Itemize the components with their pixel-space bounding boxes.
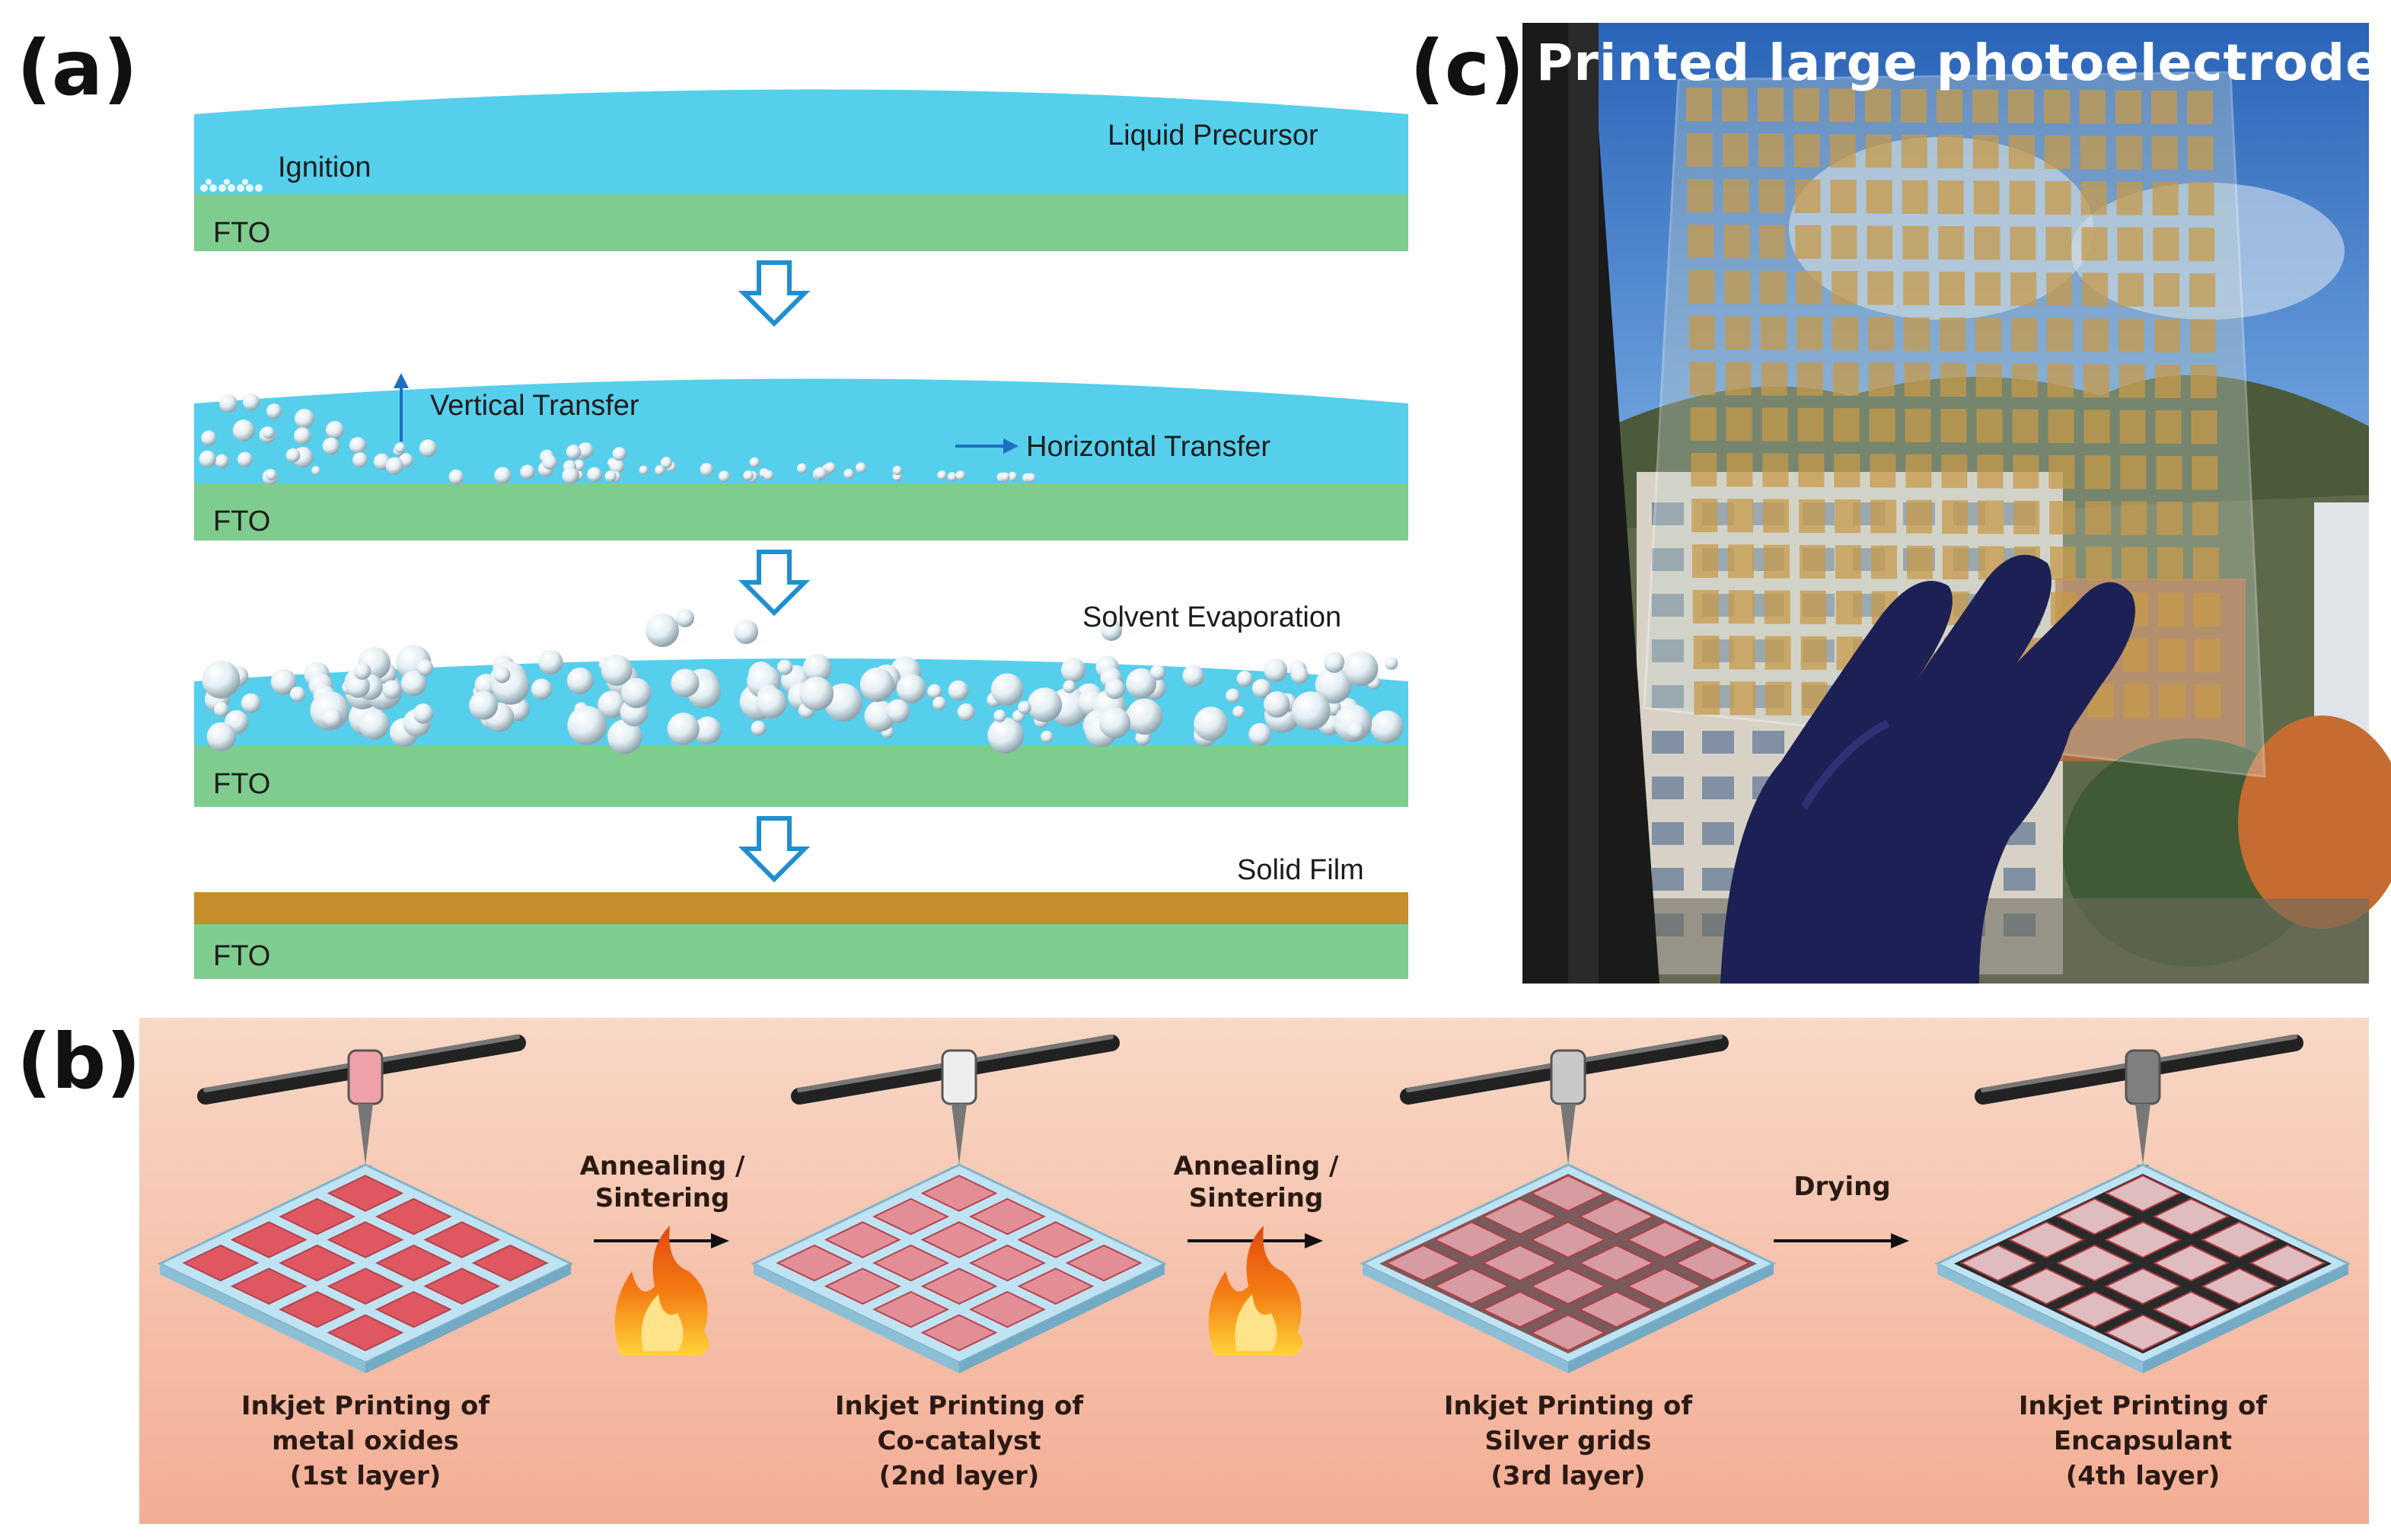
liquid-precursor-label: Liquid Precursor [1108,120,1318,151]
printing-step-3: Inkjet Printing of Silver grids (3rd layer… [1360,1035,1777,1491]
liquid-layer-2 [194,378,1408,483]
vertical-arrow-head-icon [394,373,409,388]
panel-b-label: (b) [17,1017,141,1106]
vertical-transfer-label: Vertical Transfer [430,390,639,422]
panel-a: Liquid Precursor Ignition FTO Vertical T… [194,89,1408,979]
solid-film-label: Solid Film [1237,854,1364,886]
transition-2-label-line-2: Sintering [1189,1183,1324,1213]
ignition-label: Ignition [278,151,371,183]
transition-1-label-line-1: Annealing / [580,1151,745,1181]
transition-2: Annealing /Sintering [1174,1151,1339,1355]
photo-title: Printed large photoelectrode [1536,33,2380,92]
printing-step-1: Inkjet Printing of metal oxides (1st layer… [157,1035,574,1491]
arrow-head-icon [711,1233,729,1248]
down-arrow-icon [738,260,811,327]
step-1-caption-line-2: metal oxides [272,1426,459,1456]
fto-label-1: FTO [213,217,270,249]
step-2-caption-line-1: Inkjet Printing of [835,1391,1084,1421]
fto-label-2: FTO [213,505,270,537]
step-3-caption-line-1: Inkjet Printing of [1444,1391,1693,1421]
step-4-caption-line-1: Inkjet Printing of [2019,1391,2268,1421]
panel-c-label: (c) [1410,24,1525,113]
fto-layer-3 [194,746,1408,807]
step-1-caption-line-1: Inkjet Printing of [241,1391,490,1421]
arrow-head-icon [1305,1233,1323,1248]
arrow-head-icon [1891,1233,1909,1248]
step-2-caption-line-2: Co-catalyst [877,1426,1041,1456]
glove-icon [1720,554,2135,984]
fto-layer-4 [194,924,1408,979]
down-arrow-icon [738,816,811,883]
solvent-evaporation-label: Solvent Evaporation [1082,601,1341,633]
step-4-caption-line-3: (4th layer) [2066,1461,2220,1491]
step-1-caption-line-3: (1st layer) [290,1461,442,1491]
solid-film-layer [194,892,1408,924]
panel-a-label: (a) [17,24,138,113]
transition-2-label-line-1: Annealing / [1174,1151,1339,1181]
fto-layer-1 [194,194,1408,251]
evaporation-bubbles [202,609,1404,754]
step-4-caption-line-2: Encapsulant [2054,1426,2232,1456]
liquid-precursor-layer [194,89,1408,194]
fto-layer-2 [194,483,1408,540]
transition-3: Drying [1774,1172,1909,1248]
printing-step-2: Inkjet Printing of Co-catalyst (2nd layer) [751,1035,1168,1491]
transfer-bubbles [199,394,1036,486]
step-3-caption-line-3: (3rd layer) [1490,1461,1645,1491]
horizontal-arrow-head-icon [1003,438,1019,454]
panel-c-photo [1522,23,2391,984]
step-2-caption-line-3: (2nd layer) [879,1461,1040,1491]
ignition-marker [200,179,263,192]
step-3-caption-line-2: Silver grids [1485,1426,1652,1456]
fto-label-3: FTO [213,768,270,800]
flame-icon [614,1226,709,1355]
transition-3-label-line-1: Drying [1793,1172,1890,1202]
transition-1: Annealing /Sintering [580,1151,745,1355]
printing-step-4: Inkjet Printing of Encapsulant (4th layer) [1934,1035,2351,1491]
flame-icon [1208,1226,1303,1355]
fto-label-4: FTO [213,940,270,972]
transition-1-label-line-2: Sintering [595,1183,730,1213]
horizontal-transfer-label: Horizontal Transfer [1026,431,1270,463]
down-arrow-icon [738,550,811,617]
